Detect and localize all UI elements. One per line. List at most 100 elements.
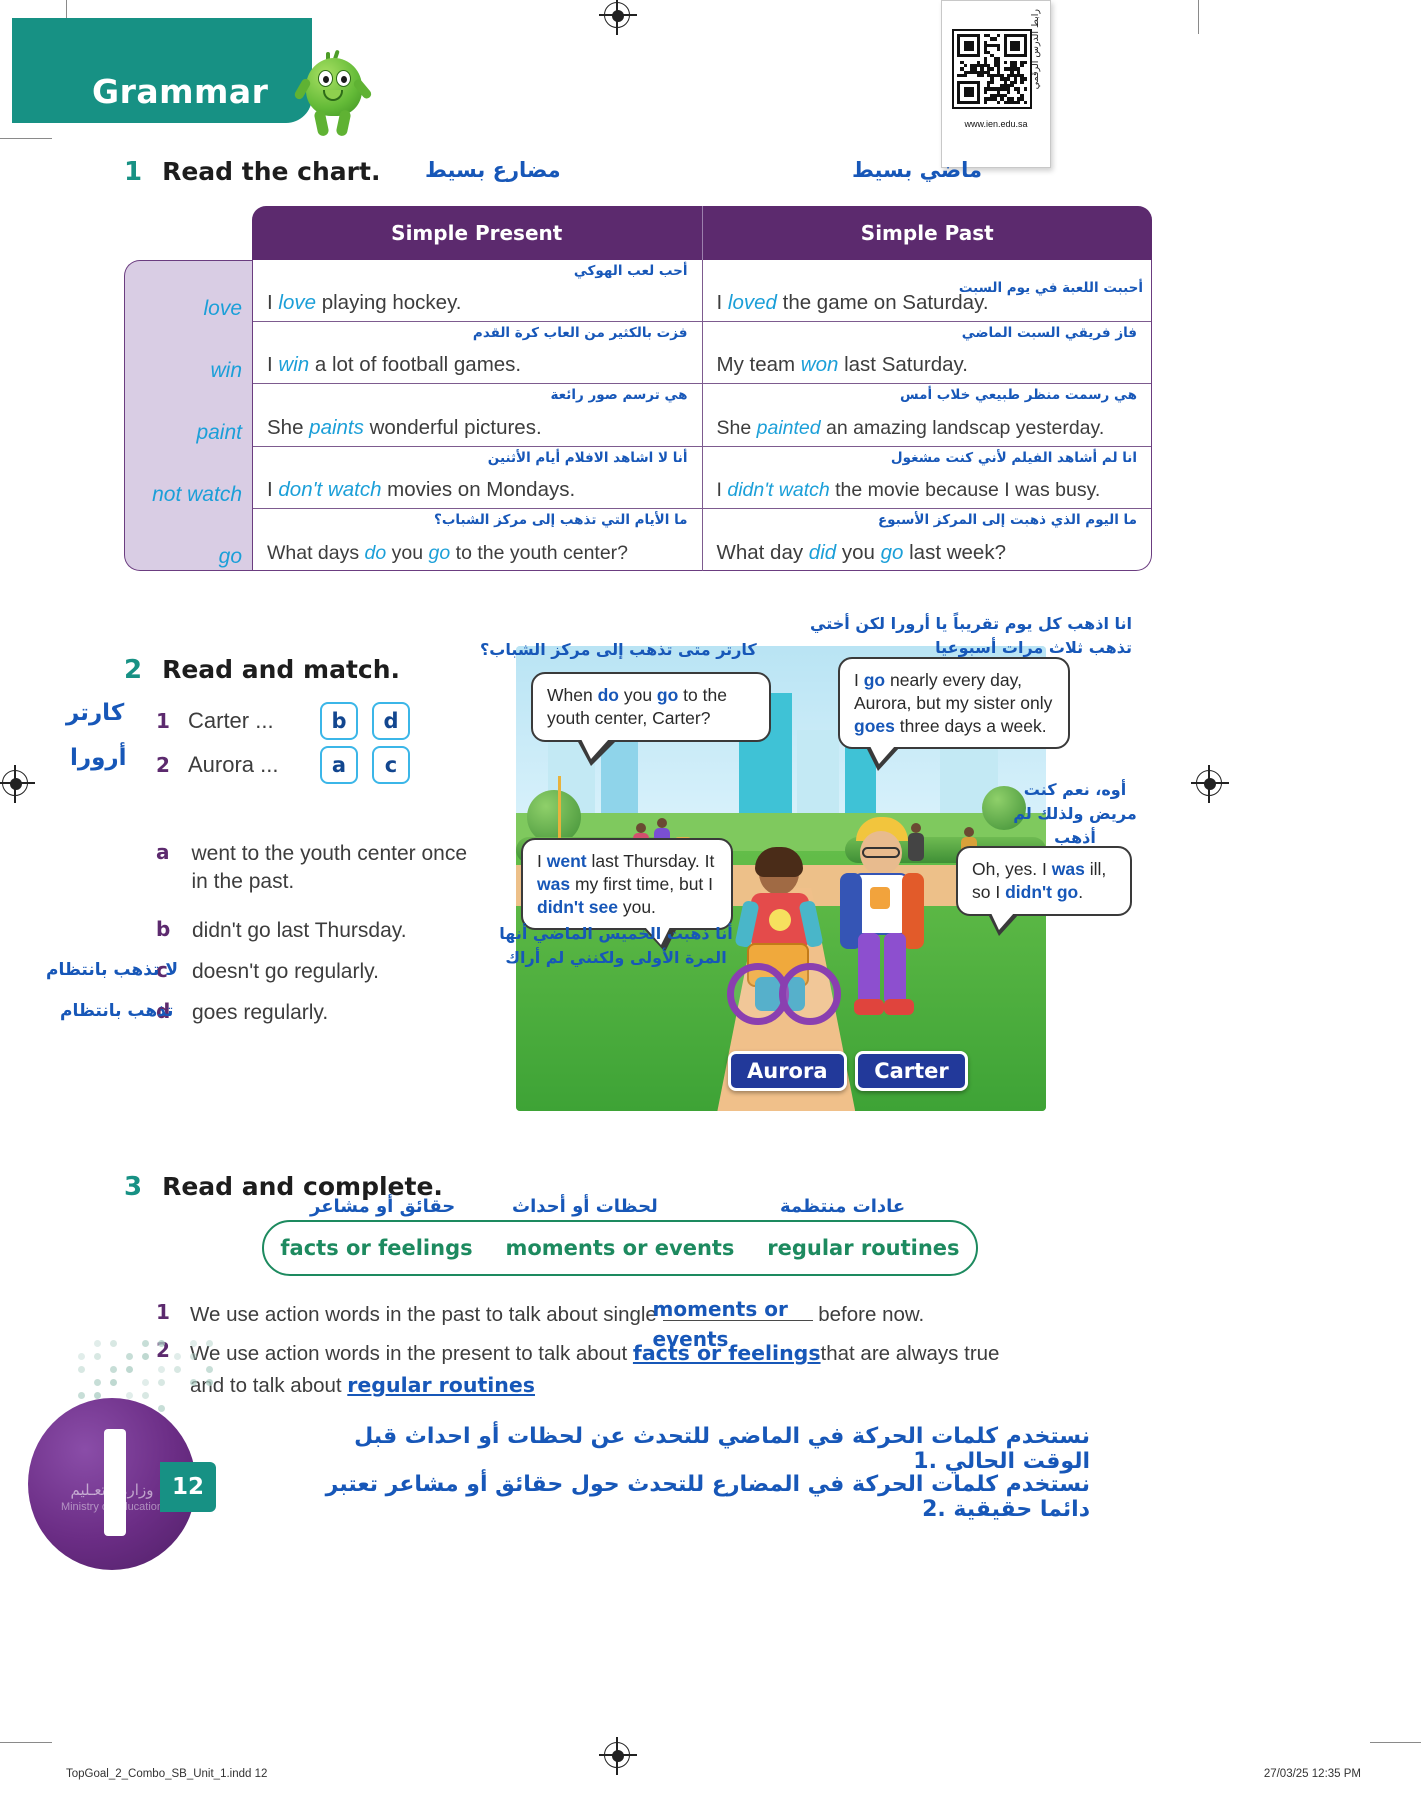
chart-verb-paint: paint (196, 421, 242, 444)
registration-target-left (0, 765, 35, 803)
qr-code-icon[interactable] (952, 29, 1032, 109)
wordbank-item-facts-or-feelings[interactable]: facts or feelings (280, 1236, 473, 1260)
banner-title: Grammar (92, 72, 269, 111)
txt: to the youth center? (450, 541, 629, 564)
aurora-wheelchair-wheel-right (779, 962, 842, 1025)
match-row-carter: 1 Carter ... b d (156, 702, 410, 740)
gloss-not-watch-present: أنا لا اشاهد الافلام أيام الأثنين (487, 449, 688, 466)
chart-row-not-watch: أنا لا اشاهد الافلام أيام الأثنين I don'… (253, 446, 1151, 509)
bubble-plain-text: I (854, 670, 864, 690)
option-a: a went to the youth center once in the p… (156, 840, 486, 895)
gloss-go-past: ما اليوم الذي ذهبت إلى المركز الأسبوع (877, 511, 1137, 528)
gloss-bubble-carter-reply: أوه، نعم كنت مريض ولذلك لم أذهب (1013, 780, 1137, 847)
option-letter-c: c (156, 958, 168, 982)
txt: you (836, 540, 881, 564)
exercise1-heading: 1 Read the chart. (124, 157, 380, 187)
bubble-plain-text: Oh, yes. I (972, 859, 1052, 879)
bubble-plain-text: three days a week. (894, 715, 1047, 736)
bubble-plain-text: my first time, but I (570, 873, 714, 894)
txt: I (267, 353, 279, 377)
kw: paints (309, 415, 364, 439)
carter-shirt-logo (870, 886, 890, 909)
decorative-dot-pattern (78, 1340, 238, 1420)
moe-arabic-text: وزارة التعـليم (70, 1480, 154, 1499)
match-number-1: 1 (156, 709, 170, 733)
option-letter-b: b (156, 917, 171, 941)
crop-mark-top-right-v (1198, 0, 1199, 34)
exercise3-answer-2b[interactable]: regular routines (347, 1372, 535, 1397)
gloss-simple-present: مضارع بسيط (425, 158, 561, 182)
match-row-aurora: 2 Aurora ... a c (156, 746, 410, 784)
exercise3-blank-1[interactable]: moments or events (653, 1297, 813, 1351)
cell-paint-past: هي رسمت منظر طبيعي خلاب أمس She painted … (703, 384, 1152, 445)
answer-box-aurora-1[interactable]: a (320, 746, 358, 784)
txt: the movie because I was busy. (829, 478, 1101, 501)
gloss-carter: كارتر (66, 700, 125, 726)
answer-box-carter-1[interactable]: b (320, 702, 358, 740)
gloss-bubble-carter-answer: انا اذهب كل يوم تقريباً يا أرورا لكن أخت… (810, 614, 1132, 657)
exercise2-title: Read and match. (162, 655, 401, 684)
bubble-tail-3 (643, 927, 677, 953)
gloss-paint-present: هي ترسم صور رائعة (550, 387, 688, 404)
exercise1-title: Read the chart. (162, 157, 381, 186)
gloss-regular-routines: عادات منتظمة (780, 1196, 906, 1217)
bubble-text-2: I go nearly every day, Aurora, but my si… (854, 670, 1052, 736)
match-name-carter: Carter ... (188, 708, 274, 733)
footer-timestamp: 27/03/25 12:35 PM (1263, 1768, 1361, 1780)
gloss-love-present: أحب لعب الهوكي (573, 263, 688, 279)
exercise3-title: Read and complete. (162, 1172, 443, 1201)
carter-leg-left (858, 932, 880, 1005)
nameplate-aurora: Aurora (728, 1051, 847, 1091)
bubble-tail-1 (577, 738, 617, 766)
answer-box-aurora-2[interactable]: c (372, 746, 410, 784)
bubble-keyword: didn't see (537, 896, 618, 917)
bubble-plain-text: . (1078, 881, 1084, 902)
nameplate-carter: Carter (855, 1051, 968, 1091)
txt: movies on Mondays. (381, 477, 576, 501)
scene-goal-post (558, 776, 562, 851)
option-b: b didn't go last Thursday. (156, 917, 486, 945)
txt: I (716, 478, 728, 501)
txt: playing hockey. (316, 291, 462, 315)
scene-tree-1 (526, 790, 581, 845)
chart-col-simple-past: Simple Past (860, 221, 994, 245)
cell-love-present: أحب لعب الهوكي I love playing hockey. (253, 260, 703, 322)
wordbank-item-moments-or-events[interactable]: moments or events (505, 1236, 735, 1260)
option-text-c: doesn't go regularly. (192, 960, 379, 983)
gloss-go-present: ما الأيام التي تذهب إلى مركز الشباب؟ (434, 511, 688, 528)
registration-target-top (599, 0, 637, 35)
sentence-2-before2: and to talk about (190, 1373, 342, 1397)
txt: last week? (903, 540, 1006, 564)
digital-lesson-qr-panel[interactable]: رابط الدرس الرقمي www.ien.edu.sa (941, 0, 1051, 168)
qr-url-label: www.ien.edu.sa (964, 119, 1028, 129)
exercise3-heading: 3 Read and complete. (124, 1172, 443, 1202)
exercise3-sentence-1: 1 We use action words in the past to tal… (156, 1297, 1156, 1351)
gloss-not-watch-past: انا لم أشاهد الفيلم لأني كنت مشغول (890, 449, 1137, 466)
wordbank-item-regular-routines[interactable]: regular routines (767, 1236, 960, 1260)
txt: an amazing landscap yesterday. (820, 416, 1105, 439)
chart-body: أحب لعب الهوكي I love playing hockey. أح… (252, 260, 1152, 571)
gloss-moments-or-events: لحظات أو أحداث (512, 1196, 658, 1217)
bubble-text-4: Oh, yes. I was ill, so I didn't go. (972, 859, 1106, 902)
bubble-keyword: go (656, 685, 679, 705)
bubble-plain-text: you. (617, 896, 656, 917)
kw: go (428, 541, 451, 564)
option-letter-a: a (156, 840, 170, 864)
bubble-keyword: was (537, 873, 571, 894)
cell-love-past: أحببت اللعبة في يوم السبت I loved the ga… (703, 260, 1152, 321)
kw: win (278, 353, 310, 377)
registration-target-bottom (599, 1737, 637, 1775)
gloss-option-d: تذهب بانتظام (60, 1001, 174, 1021)
txt: What day (716, 540, 809, 564)
chart-row-paint: هي ترسم صور رائعة She paints wonderful p… (253, 384, 1152, 447)
chart-header-row: Simple Present Simple Past (252, 206, 1152, 260)
answer-box-carter-2[interactable]: d (372, 702, 410, 740)
exercise3-answer-2a[interactable]: facts or feelings (632, 1341, 821, 1365)
option-c: c doesn't go regularly. (156, 958, 486, 986)
aurora-hair (755, 846, 804, 877)
moe-english-text: Ministry of Education (60, 1501, 164, 1514)
txt: I (267, 477, 279, 501)
exercise3-sentence-2: 2 We use action words in the present to … (156, 1338, 1156, 1402)
gloss-win-present: فزت بالكثير من العاب كرة القدم (472, 325, 688, 342)
cell-not-watch-present: أنا لا اشاهد الافلام أيام الأثنين I don'… (253, 446, 703, 508)
